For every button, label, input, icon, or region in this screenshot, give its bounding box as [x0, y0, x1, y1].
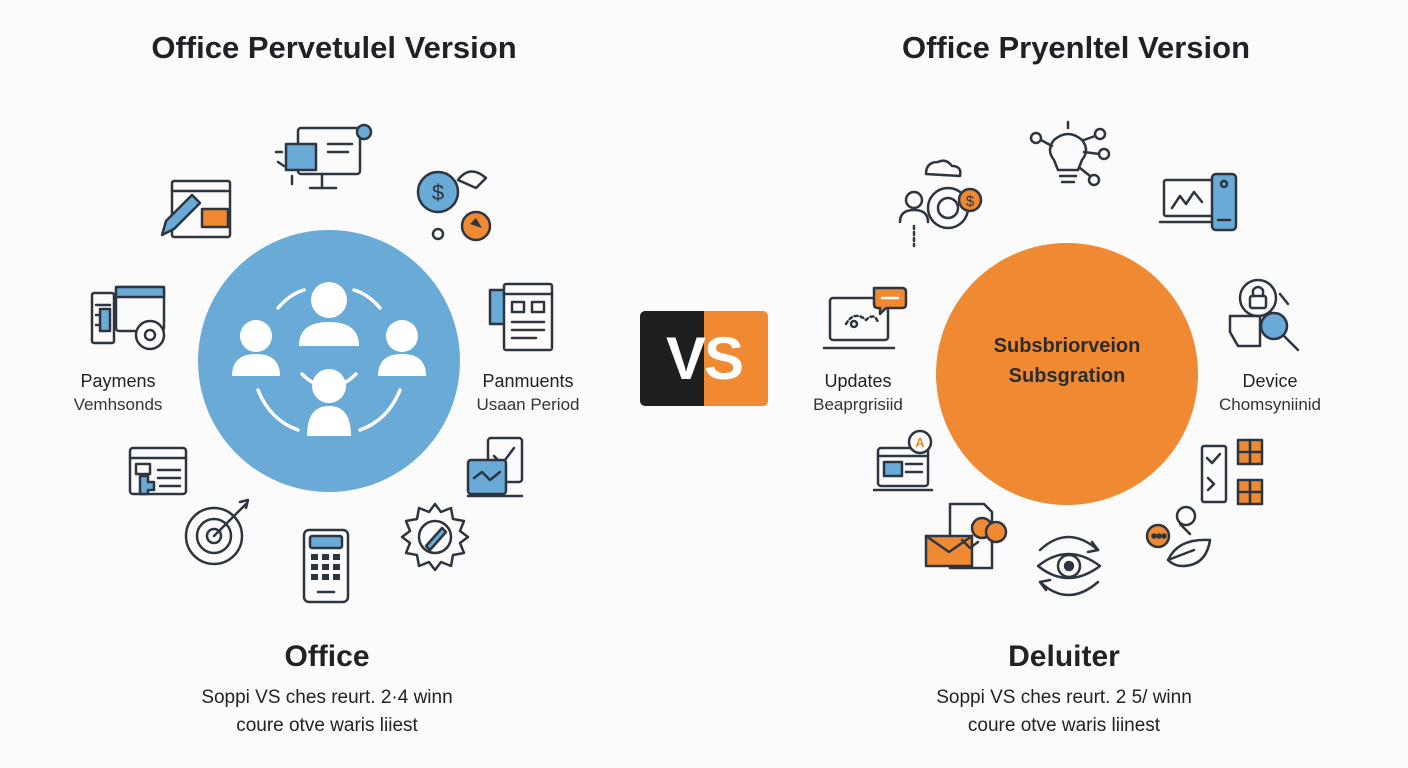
bottom-left-description: Soppi VS ches reurt. 2·4 winn coure otve… [117, 684, 537, 740]
chat-leaf-icon [1144, 504, 1218, 578]
desc-line1: Soppi VS ches reurt. 2·4 winn [201, 687, 453, 708]
svg-text:$: $ [966, 193, 975, 210]
left-payments-label: Paymens Vemhsonds [58, 369, 178, 417]
bottom-right-title: Deluiter [1008, 640, 1120, 673]
dollar-exchange-icon: $ [414, 158, 500, 242]
bottom-right-description: Soppi VS ches reurt. 2 5/ winn coure otv… [854, 684, 1274, 740]
svg-text:A: A [915, 435, 925, 450]
label-line2: Beaprgrisiid [813, 395, 903, 414]
checklist-boxes-icon [1198, 434, 1270, 510]
id-card-plus-icon [126, 444, 190, 500]
svg-text:$: $ [432, 180, 444, 205]
document-edit-icon [158, 177, 234, 241]
updates-label: Updates Beaprgrisiid [798, 369, 918, 417]
lock-gear-search-icon [1226, 276, 1304, 356]
laptop-device-icon [1156, 172, 1240, 234]
label-line1: Paymens [80, 371, 156, 391]
vs-letter-s: S [704, 325, 744, 392]
lightbulb-network-icon [1024, 120, 1112, 198]
label-line1: Panmuents [482, 371, 574, 391]
hub-line1: Subsbriorveion [993, 335, 1141, 357]
label-line2: Vemhsonds [73, 395, 163, 414]
laptop-chat-icon [822, 286, 908, 356]
vs-orange-half [704, 311, 768, 406]
right-heading: Office Pryenltel Version [901, 30, 1251, 65]
vs-dark-half [640, 311, 704, 406]
right-usage-period-label: Panmuents Usaan Period [466, 369, 590, 417]
web-page-icon [486, 280, 556, 354]
checklist-card-icon [464, 434, 528, 500]
label-line2: Chomsyniinid [1218, 395, 1322, 414]
bottom-left-title: Office [284, 640, 370, 673]
office-hub-circle [198, 230, 460, 492]
browser-settings-icon [88, 283, 170, 355]
device-label: Device Chomsyniinid [1208, 369, 1332, 417]
calculator-icon [300, 526, 352, 606]
label-line2: Usaan Period [476, 395, 580, 414]
gear-tools-icon [398, 500, 472, 574]
vs-letter-v: V [665, 325, 706, 392]
envelope-document-icon [922, 498, 1008, 574]
left-heading: Office Pervetulel Version [151, 30, 517, 65]
user-cloud-dollar-icon: $ [896, 156, 988, 248]
browser-alert-icon: A [872, 429, 938, 494]
desc-line1: Soppi VS ches reurt. 2 5/ winn [936, 687, 1192, 708]
hub-line2: Subsgration [1008, 365, 1126, 387]
monitor-chat-icon [272, 122, 376, 196]
desc-line2: coure otve waris liiest [236, 715, 418, 736]
people-network-icon [232, 282, 426, 436]
desc-line2: coure otve waris liinest [967, 715, 1161, 736]
subscription-hub-circle: Subsbriorveion Subsgration [936, 243, 1198, 505]
eye-refresh-icon [1028, 528, 1110, 604]
label-line1: Device [1242, 371, 1298, 391]
label-line1: Updates [824, 371, 892, 391]
target-icon [182, 494, 256, 570]
